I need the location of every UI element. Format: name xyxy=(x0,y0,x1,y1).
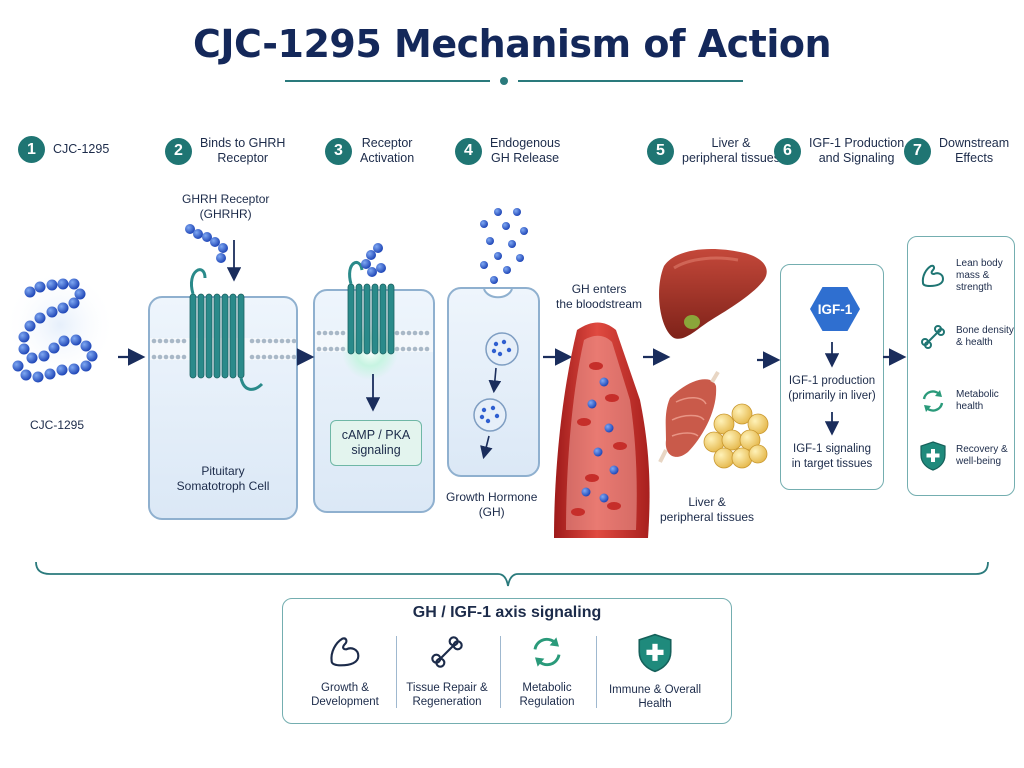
axis-title: GH / IGF-1 axis signaling xyxy=(412,604,602,621)
activated-receptor xyxy=(315,243,433,412)
step-number: 3 xyxy=(325,137,352,165)
effect-recovery: Recovery &well-being xyxy=(918,440,1008,472)
gh-release xyxy=(473,208,528,460)
effect-bone-density: Bone density& health xyxy=(918,322,1014,352)
muscle-icon xyxy=(330,637,360,667)
step-number: 7 xyxy=(904,137,931,165)
bone-icon xyxy=(431,636,463,668)
step-5: 5 Liver &peripheral tissues xyxy=(647,136,780,166)
adipose-illustration xyxy=(703,403,769,469)
muscle-illustration xyxy=(658,370,720,463)
ghrh-receptor xyxy=(150,224,297,391)
axis-item-label: Growth &Development xyxy=(311,682,379,708)
shield-plus-icon xyxy=(638,633,672,673)
step-1: 1 CJC-1295 xyxy=(18,136,109,163)
liver-illustration xyxy=(659,248,767,339)
axis-divider xyxy=(500,636,501,708)
title-divider-right xyxy=(518,80,743,82)
igf-production-label: IGF-1 production(primarily in liver) xyxy=(788,375,876,402)
step-number: 1 xyxy=(18,136,45,163)
axis-divider xyxy=(396,636,397,708)
step-number: 2 xyxy=(165,137,192,165)
step-number: 5 xyxy=(647,137,674,165)
flow-arrows xyxy=(118,348,907,369)
axis-item-tissue-repair: Tissue Repair &Regeneration xyxy=(392,632,502,709)
title-divider-left xyxy=(285,80,490,82)
shield-plus-icon xyxy=(920,441,946,471)
cycle-arrows-icon xyxy=(533,637,561,667)
axis-divider xyxy=(596,636,597,708)
step-number: 4 xyxy=(455,137,482,165)
step-label: Liver &peripheral tissues xyxy=(682,136,780,165)
gh-label: Growth Hormone(GH) xyxy=(446,490,538,519)
axis-item-label: Tissue Repair &Regeneration xyxy=(406,682,488,708)
effect-label: Recovery &well-being xyxy=(956,444,1008,467)
title-divider-dot xyxy=(500,77,508,85)
page-title: CJC-1295 Mechanism of Action xyxy=(192,22,832,66)
receptor-label: GHRH Receptor(GHRHR) xyxy=(182,192,270,221)
effect-label: Bone density& health xyxy=(956,325,1014,348)
liver-tissues-label: Liver &peripheral tissues xyxy=(660,495,755,524)
bone-icon xyxy=(921,325,945,349)
muscle-icon xyxy=(921,264,944,287)
step-number: 6 xyxy=(774,137,801,165)
cjc-1295-peptide xyxy=(4,269,116,383)
axis-item-growth: Growth &Development xyxy=(290,632,400,709)
cjc-label: CJC-1295 xyxy=(30,418,85,432)
step-label: CJC-1295 xyxy=(53,142,110,156)
axis-bracket xyxy=(35,561,989,587)
cycle-arrows-icon xyxy=(922,390,944,412)
blood-vessel xyxy=(554,322,650,538)
